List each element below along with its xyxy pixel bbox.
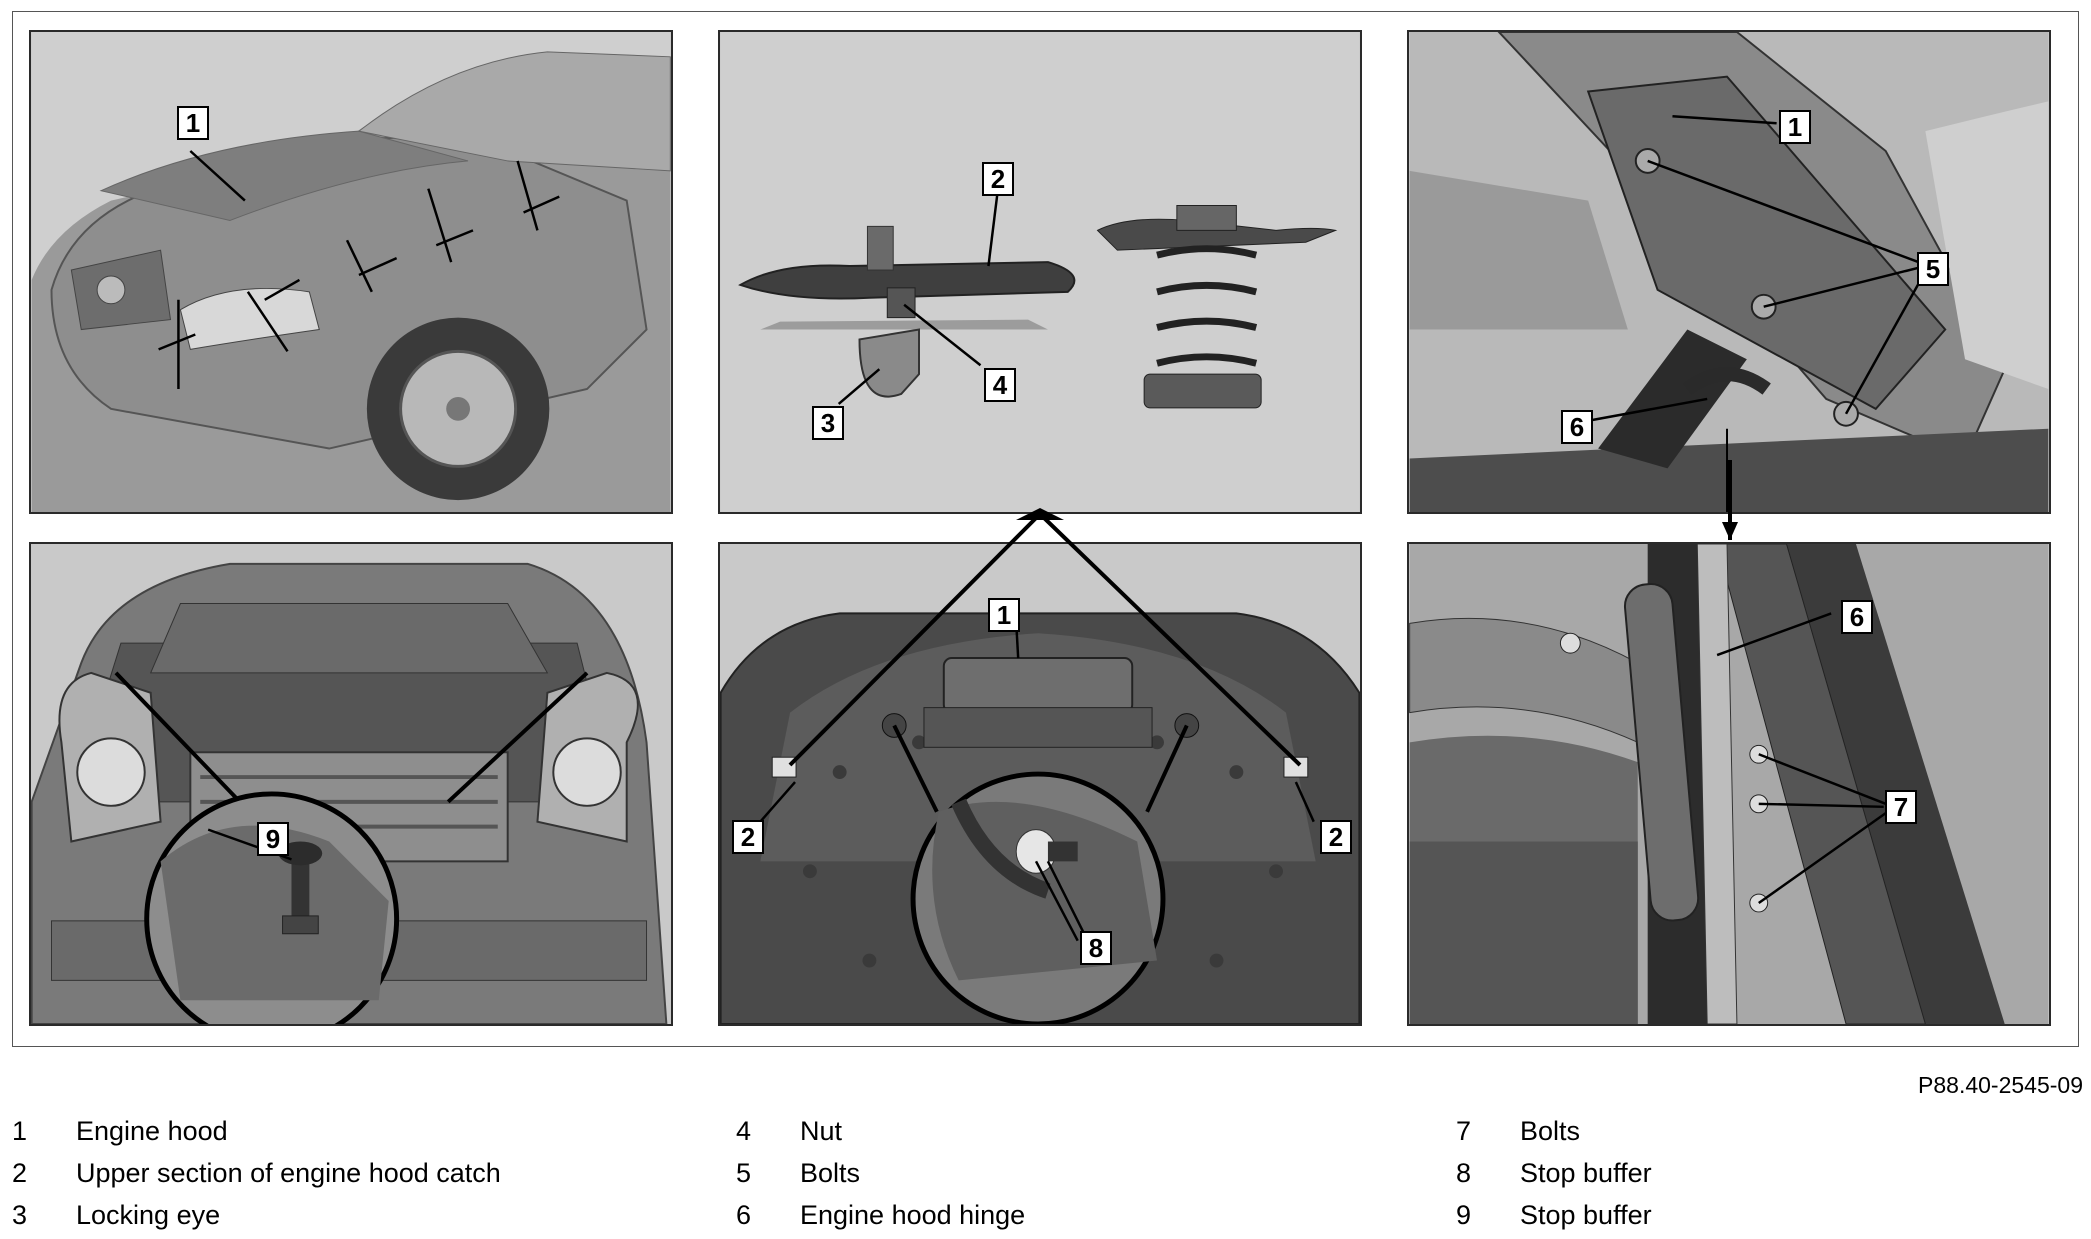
legend-number: 8 (1456, 1158, 1472, 1188)
callout-6: 6 (1841, 600, 1873, 634)
legend-label: Bolts (800, 1158, 861, 1188)
legend-item: 3 Locking eye (0, 1194, 501, 1236)
legend-label: Locking eye (76, 1200, 221, 1230)
legend-item: 4 Nut (724, 1110, 1025, 1152)
legend-item: 8 Stop buffer (1444, 1152, 1652, 1194)
legend-label: Nut (800, 1116, 843, 1146)
legend-label: Upper section of engine hood catch (76, 1158, 501, 1188)
legend-item: 2 Upper section of engine hood catch (0, 1152, 501, 1194)
callout-9: 9 (257, 822, 289, 856)
legend-label: Engine hood (76, 1116, 228, 1146)
legend-number: 9 (1456, 1200, 1472, 1230)
panel-car-front-view: 1 (29, 30, 673, 514)
callout-1: 1 (1779, 110, 1811, 144)
figure-reference: P88.40-2545-09 (1918, 1072, 2083, 1098)
legend-label: Engine hood hinge (800, 1200, 1026, 1230)
legend: 1 Engine hood 2 Upper section of engine ho… (0, 1110, 2091, 1230)
legend-number: 4 (736, 1116, 752, 1146)
callout-8: 8 (1080, 931, 1112, 965)
engine-bay-illustration (31, 544, 671, 1024)
legend-item: 1 Engine hood (0, 1110, 501, 1152)
legend-column-1: 1 Engine hood 2 Upper section of engine ho… (0, 1110, 501, 1236)
callout-7: 7 (1885, 790, 1917, 824)
callout-2-right: 2 (1320, 820, 1352, 854)
callout-5: 5 (1917, 252, 1949, 286)
legend-column-2: 4 Nut 5 Bolts 6 Engine hood hinge (724, 1110, 1025, 1236)
legend-label: Stop buffer (1520, 1158, 1652, 1188)
hood-hinge-illustration (1409, 32, 2049, 512)
legend-number: 5 (736, 1158, 752, 1188)
legend-item: 6 Engine hood hinge (724, 1194, 1025, 1236)
panel-engine-bay-stop-buffer: 9 (29, 542, 673, 1026)
callout-1: 1 (988, 598, 1020, 632)
panel-hood-underside: 1 2 2 8 (718, 542, 1362, 1026)
legend-label: Stop buffer (1520, 1200, 1652, 1230)
callout-2-left: 2 (732, 820, 764, 854)
legend-number: 3 (12, 1200, 28, 1230)
hinge-bolts-illustration (1409, 544, 2049, 1024)
callout-1: 1 (177, 106, 209, 140)
legend-label: Bolts (1520, 1116, 1581, 1146)
hood-catch-illustration (720, 32, 1360, 512)
legend-number: 7 (1456, 1116, 1472, 1146)
legend-number: 1 (12, 1116, 28, 1146)
legend-item: 9 Stop buffer (1444, 1194, 1652, 1236)
panel-hood-catch-parts: 2 4 3 (718, 30, 1362, 514)
legend-number: 6 (736, 1200, 752, 1230)
panel-hinge-bolts: 6 7 (1407, 542, 2051, 1026)
callout-4: 4 (984, 368, 1016, 402)
hood-underside-illustration (720, 544, 1360, 1024)
panel-hood-hinge: 1 5 6 (1407, 30, 2051, 514)
car-front-illustration (31, 32, 671, 512)
legend-item: 5 Bolts (724, 1152, 1025, 1194)
callout-6: 6 (1561, 410, 1593, 444)
legend-number: 2 (12, 1158, 28, 1188)
callout-3: 3 (812, 406, 844, 440)
callout-2: 2 (982, 162, 1014, 196)
legend-item: 7 Bolts (1444, 1110, 1652, 1152)
